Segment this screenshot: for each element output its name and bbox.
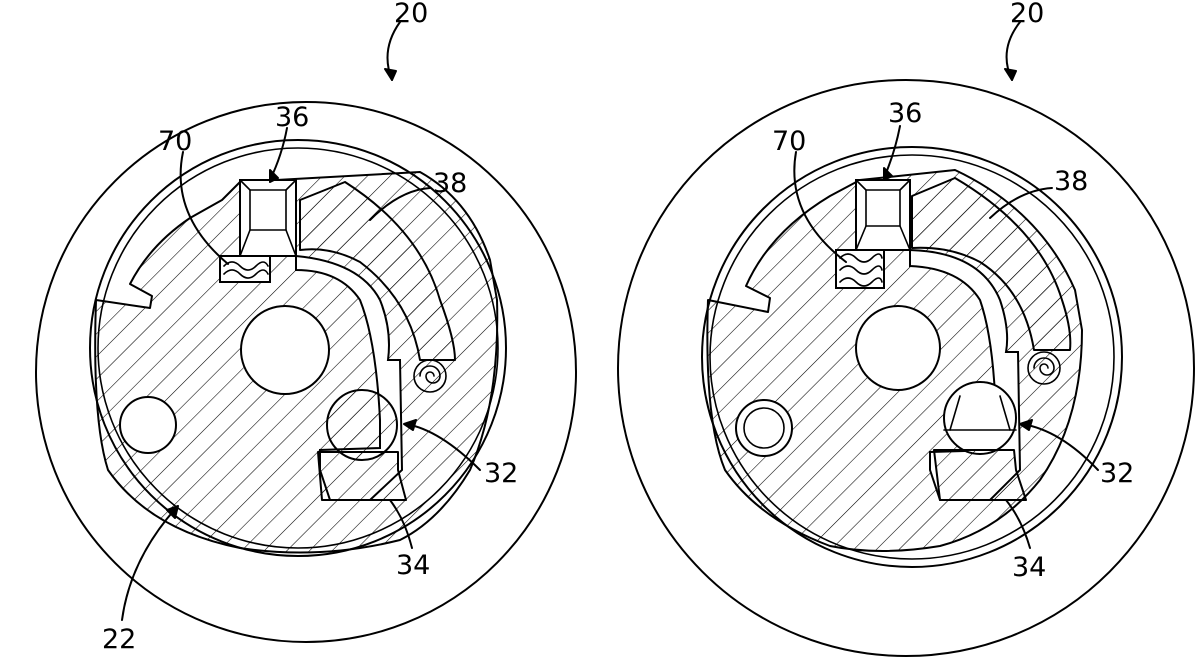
small-bore (735, 399, 793, 457)
label-36-right: 36 (888, 98, 922, 129)
label-22-left: 22 (102, 624, 136, 655)
label-70-left: 70 (158, 126, 192, 157)
label-32-left: 32 (484, 458, 518, 489)
label-20-left: 20 (394, 0, 428, 29)
small-bore (119, 396, 177, 454)
leader-lines (793, 21, 1099, 549)
housing-ring (89, 139, 507, 557)
label-38-right: 38 (1054, 166, 1088, 197)
label-34-left: 34 (396, 550, 430, 581)
slot-inner-box (249, 189, 287, 231)
slot-cavity (855, 179, 911, 251)
lever-38 (911, 177, 1072, 351)
left-figure: 20 70 36 38 32 34 22 (35, 0, 577, 655)
housing-ring (701, 146, 1123, 568)
outer-ring (617, 79, 1195, 657)
spring (835, 249, 885, 289)
label-20-right: 20 (1010, 0, 1044, 29)
label-36-left: 36 (275, 102, 309, 133)
spring (219, 255, 271, 283)
coil-spring-icon (1027, 351, 1061, 385)
slot-inner-box (865, 189, 901, 227)
label-70-right: 70 (772, 126, 806, 157)
ball-32 (326, 389, 398, 461)
central-bore (240, 305, 330, 395)
leader-lines (121, 21, 481, 621)
right-figure: 20 70 36 38 32 34 (617, 0, 1195, 657)
label-32-right: 32 (1100, 458, 1134, 489)
lever-channel (909, 248, 1022, 501)
lever-38 (299, 181, 456, 361)
outer-ring (35, 101, 577, 643)
seat-34 (317, 451, 407, 501)
label-34-right: 34 (1012, 552, 1046, 583)
label-38-left: 38 (433, 168, 467, 199)
central-bore (855, 305, 941, 391)
slot-cavity (239, 179, 297, 257)
coil-spring-icon (413, 359, 447, 393)
seat-34 (933, 449, 1027, 501)
ball-32 (943, 381, 1017, 455)
